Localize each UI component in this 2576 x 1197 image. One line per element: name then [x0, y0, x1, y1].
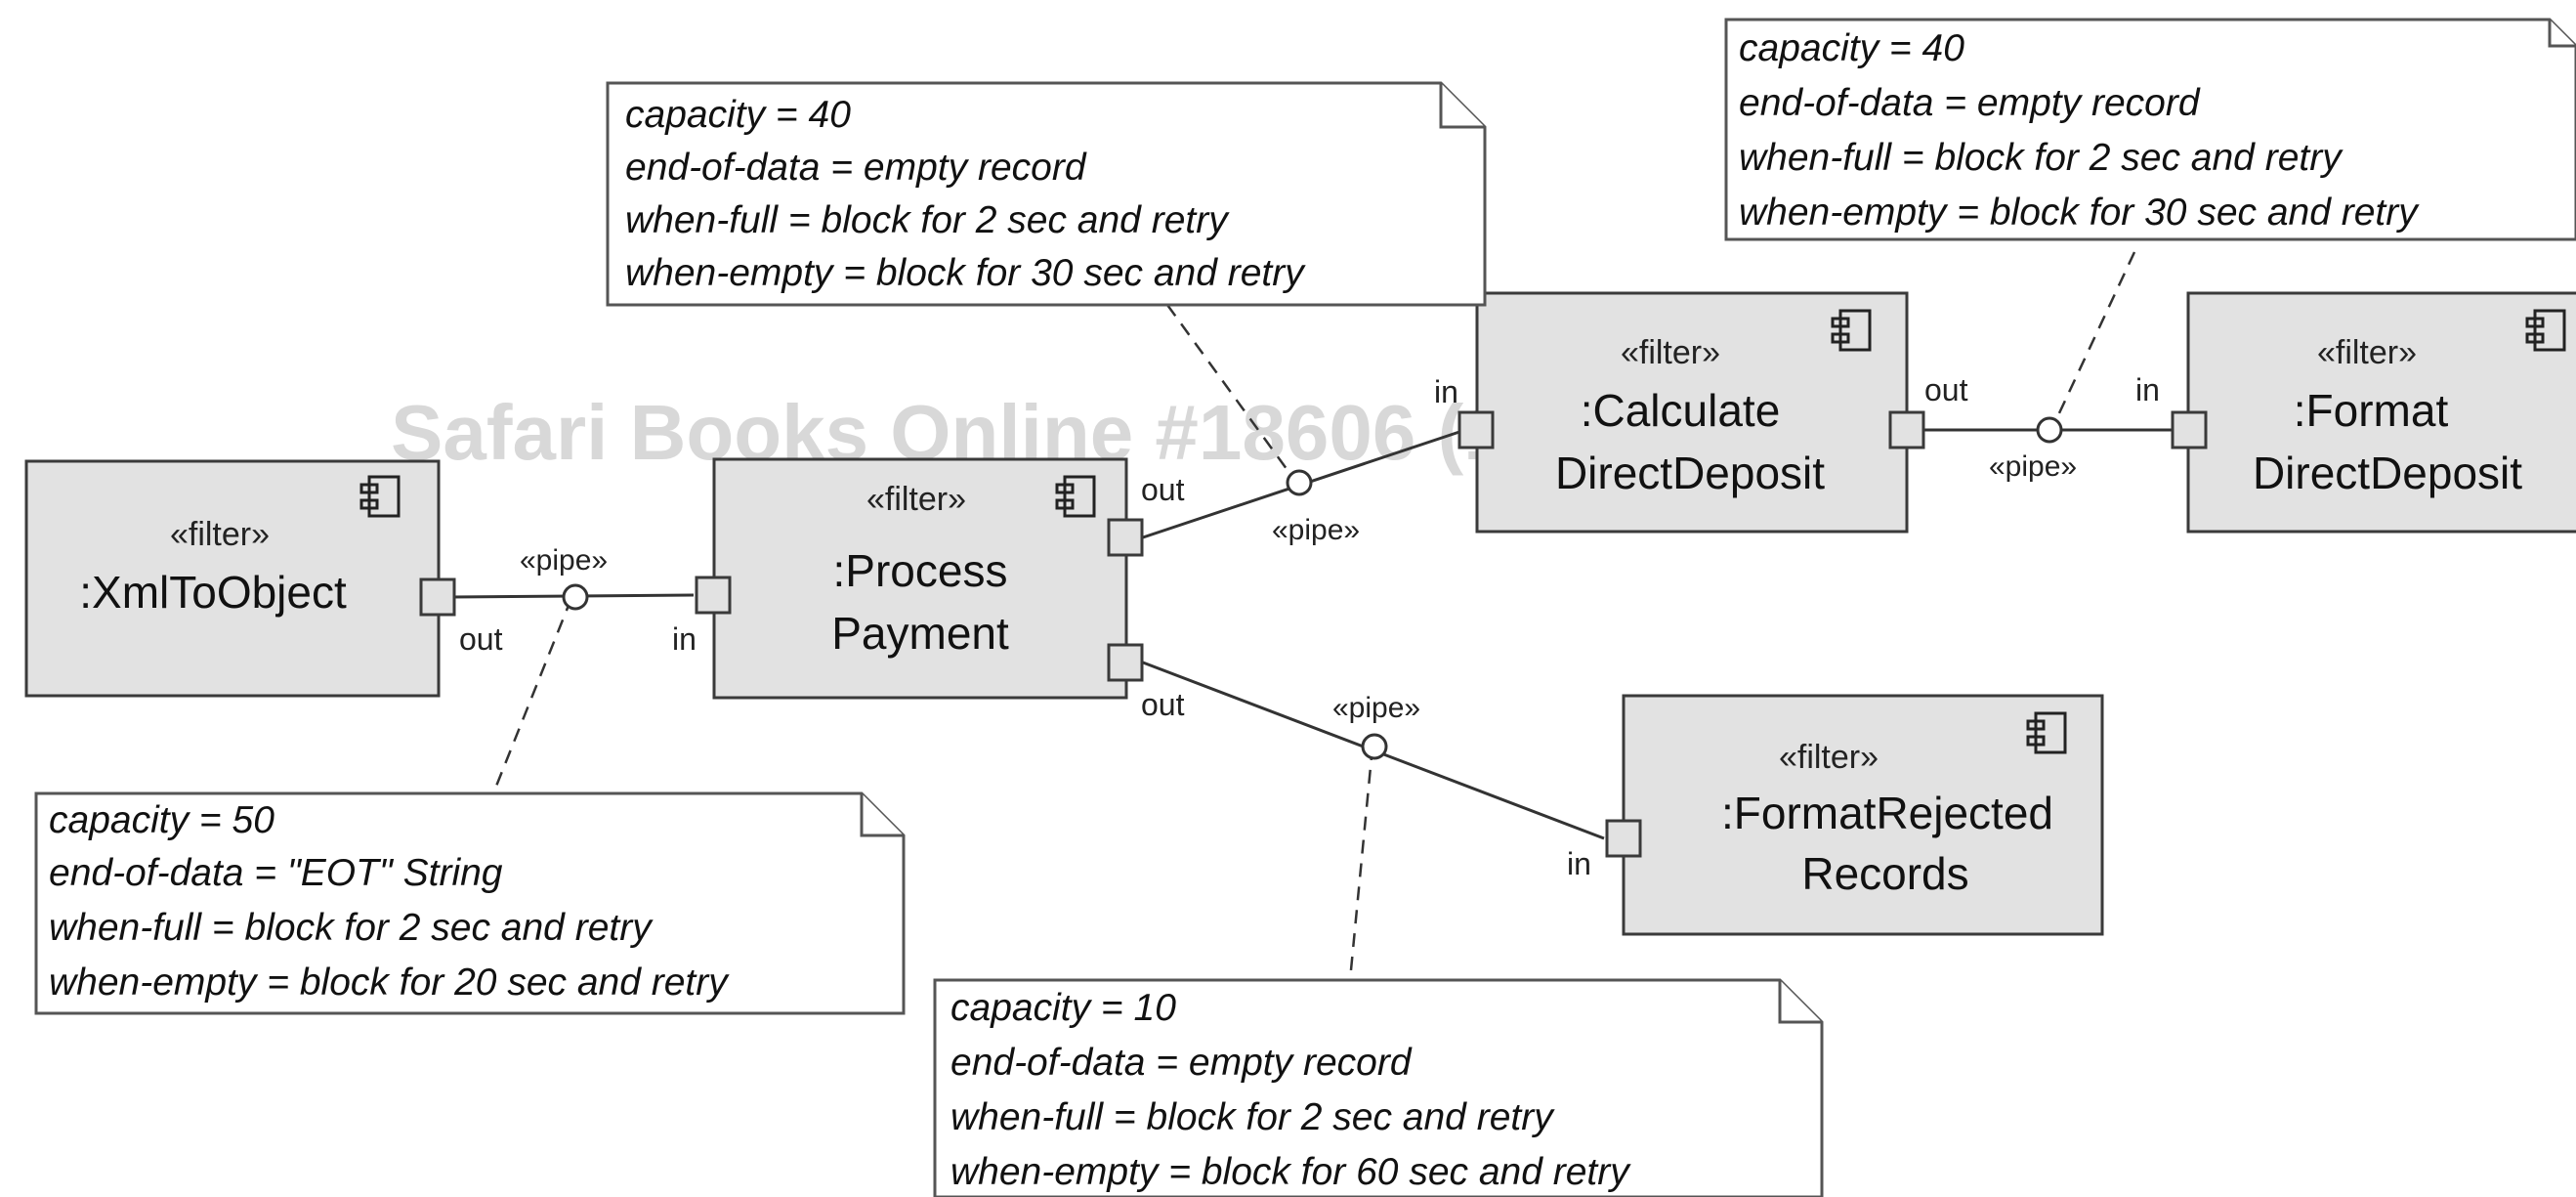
note-line: capacity = 10	[950, 987, 1176, 1029]
component-icon	[1831, 309, 1872, 352]
pipe-symbol-proc	[562, 583, 589, 611]
port-xml-out[interactable]	[419, 577, 456, 617]
component-stereotype: «filter»	[170, 516, 270, 553]
component-stereotype: «filter»	[866, 481, 966, 518]
note-pipe-rej: capacity = 10 end-of-data = empty record…	[933, 978, 1824, 1197]
port-label-calc-out: out	[1924, 372, 1968, 407]
note-line: end-of-data = empty record	[950, 1042, 1413, 1084]
note-pipe-calc: capacity = 40 end-of-data = empty record…	[606, 81, 1487, 307]
note-line: when-empty = block for 30 sec and retry	[1739, 192, 2420, 234]
port-label-proc-in: in	[672, 621, 697, 657]
note-line: when-full = block for 2 sec and retry	[49, 907, 654, 949]
component-process-payment[interactable]: «filter» :Process Payment	[712, 457, 1128, 700]
component-calculate-direct-deposit[interactable]: «filter» :Calculate DirectDeposit	[1475, 291, 1909, 534]
component-name-line-1: :Format	[2294, 385, 2449, 436]
component-format-rejected-records[interactable]: «filter» :FormatRejected Records	[1622, 694, 2104, 936]
note-line: capacity = 40	[625, 94, 851, 136]
component-name-line-2: Records	[1801, 848, 1968, 899]
component-name: :XmlToObject	[79, 567, 347, 618]
component-name-line-1: :Calculate	[1581, 385, 1781, 436]
component-stereotype: «filter»	[1621, 334, 1720, 371]
port-proc-in[interactable]	[695, 576, 732, 615]
port-fmt-in[interactable]	[2171, 410, 2208, 449]
note-anchor-fmt	[2049, 251, 2136, 431]
pipe-label-calc: «pipe»	[1272, 514, 1360, 546]
note-line: when-full = block for 2 sec and retry	[1739, 137, 2344, 179]
component-name-line-1: :Process	[833, 545, 1008, 596]
component-icon	[2026, 711, 2067, 754]
component-xml-to-object[interactable]: «filter» :XmlToObject	[24, 459, 441, 698]
port-calc-out[interactable]	[1888, 410, 1925, 449]
note-line: end-of-data = empty record	[1739, 82, 2201, 124]
note-line: when-empty = block for 30 sec and retry	[625, 252, 1306, 294]
component-name-line-1: :FormatRejected	[1721, 788, 2053, 838]
component-icon	[2525, 309, 2566, 352]
note-line: capacity = 40	[1739, 27, 1964, 69]
note-anchor-rej	[1348, 746, 1374, 981]
port-calc-in[interactable]	[1457, 410, 1495, 449]
note-line: capacity = 50	[49, 799, 274, 841]
component-name-line-2: DirectDeposit	[1555, 448, 1825, 498]
port-label-rej-in: in	[1567, 846, 1591, 881]
note-line: when-full = block for 2 sec and retry	[950, 1096, 1555, 1138]
port-label-proc-out-1: out	[1141, 472, 1185, 507]
pipe-symbol-rej	[1361, 733, 1388, 760]
component-format-direct-deposit[interactable]: «filter» :Format DirectDeposit	[2186, 291, 2576, 534]
port-proc-out-1[interactable]	[1107, 518, 1144, 557]
port-rej-in[interactable]	[1605, 819, 1642, 858]
port-label-fmt-in: in	[2135, 372, 2160, 407]
port-proc-out-2[interactable]	[1107, 643, 1144, 682]
pipe-label-proc: «pipe»	[520, 544, 608, 577]
note-line: when-empty = block for 60 sec and retry	[950, 1151, 1631, 1193]
pipe-symbol-fmt	[2036, 416, 2063, 444]
port-label-proc-out-2: out	[1141, 687, 1185, 722]
pipe-label-rej: «pipe»	[1332, 692, 1420, 724]
component-icon	[1055, 475, 1096, 518]
note-line: when-full = block for 2 sec and retry	[625, 199, 1230, 241]
note-line: when-empty = block for 20 sec and retry	[49, 962, 730, 1004]
note-line: end-of-data = empty record	[625, 147, 1087, 189]
component-icon	[359, 475, 401, 518]
note-pipe-fmt: capacity = 40 end-of-data = empty record…	[1724, 18, 2576, 241]
component-stereotype: «filter»	[2317, 334, 2417, 371]
component-stereotype: «filter»	[1779, 739, 1879, 776]
component-name-line-2: Payment	[831, 608, 1009, 659]
component-name-line-2: DirectDeposit	[2253, 448, 2522, 498]
note-pipe-proc: capacity = 50 end-of-data = "EOT" String…	[34, 791, 906, 1015]
note-line: end-of-data = "EOT" String	[49, 852, 503, 894]
port-label-xml-out: out	[459, 621, 503, 657]
pipe-symbol-calc	[1286, 469, 1313, 496]
port-label-calc-in: in	[1434, 374, 1458, 409]
note-anchor-proc	[491, 597, 573, 794]
note-anchor-calc	[1165, 304, 1299, 485]
pipe-label-fmt: «pipe»	[1989, 450, 2077, 483]
